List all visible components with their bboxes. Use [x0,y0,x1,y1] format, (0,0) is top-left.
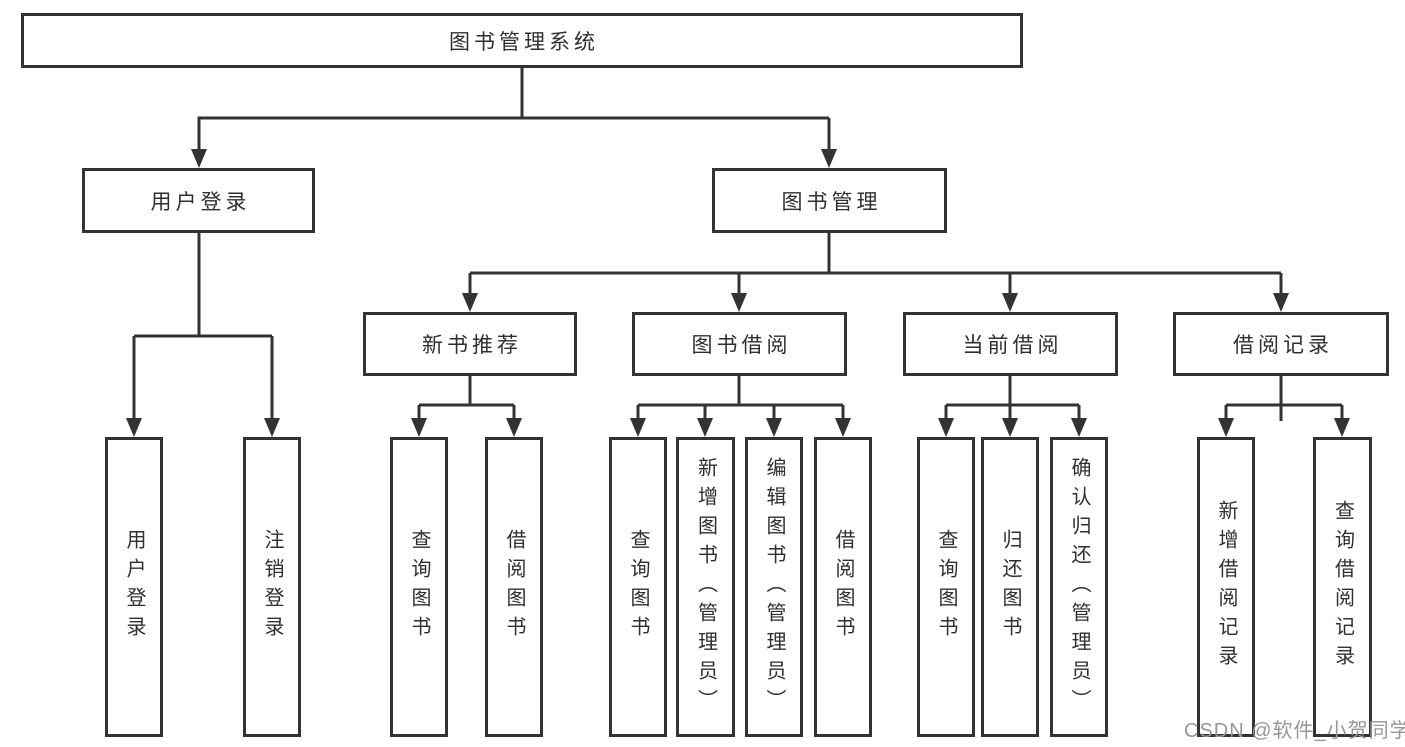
node-label: 用户登录 [123,529,145,645]
node-label: 借阅图书 [503,529,525,645]
leaf-add-books-admin: 新增图书（管理员） [676,437,735,737]
connector-root-to-level2 [197,68,831,152]
node-book-borrowing: 图书借阅 [632,312,847,376]
node-label: 新增借阅记录 [1215,500,1237,674]
node-label: 新书推荐 [422,334,522,357]
connector-book-borrow-to-children [636,376,845,421]
node-label: 查询图书 [408,529,430,645]
connector-borrow-record-to-children [1224,376,1344,421]
node-book-management: 图书管理 [712,168,947,233]
leaf-return-books: 归还图书 [981,437,1039,737]
node-label: 确认归还（管理员） [1068,456,1090,718]
leaf-query-books-2: 查询图书 [609,437,667,737]
node-new-book-recommendation: 新书推荐 [363,312,577,376]
connector-book-management-to-children [468,233,1283,296]
node-label: 编辑图书（管理员） [763,456,785,718]
node-library-management-system: 图书管理系统 [21,13,1023,68]
leaf-confirm-return-admin: 确认归还（管理员） [1050,437,1108,737]
node-current-borrowing: 当前借阅 [903,312,1118,376]
arrowheads [126,149,1350,437]
node-label: 查询图书 [627,529,649,645]
leaf-add-borrow-record: 新增借阅记录 [1197,437,1255,737]
leaf-logout: 注销登录 [243,437,301,737]
csdn-watermark: CSDN @软件_小贺同学 [1184,720,1405,742]
node-label: 借阅记录 [1233,334,1333,357]
node-label: 图书管理 [781,190,882,214]
node-label: 查询借阅记录 [1331,500,1354,674]
node-label: 用户登录 [150,190,251,214]
node-label: 注销登录 [261,529,283,645]
node-label: 图书借阅 [691,334,792,357]
leaf-query-borrow-record: 查询借阅记录 [1313,437,1372,737]
node-label: 借阅图书 [832,529,854,645]
leaf-edit-books-admin: 编辑图书（管理员） [745,437,803,737]
node-borrowing-records: 借阅记录 [1173,312,1389,376]
node-label: 图书管理系统 [449,30,599,54]
leaf-user-login: 用户登录 [105,437,163,737]
leaf-query-books-3: 查询图书 [917,437,975,737]
leaf-borrow-books-2: 借阅图书 [814,437,872,737]
node-label: 归还图书 [999,529,1021,645]
node-label: 当前借阅 [962,334,1063,357]
connector-new-book-to-children [417,376,516,421]
connector-user-login-to-children [132,233,274,421]
leaf-borrow-books-1: 借阅图书 [485,437,543,737]
connector-current-borrow-to-children [944,376,1081,421]
node-label: 查询图书 [935,529,957,645]
node-label: 新增图书（管理员） [694,456,717,718]
leaf-query-books-1: 查询图书 [390,437,448,737]
node-user-login: 用户登录 [82,168,315,233]
